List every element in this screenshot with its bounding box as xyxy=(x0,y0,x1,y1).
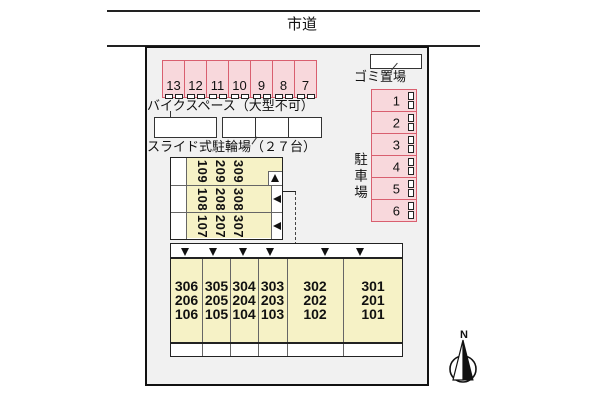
unit-divider xyxy=(202,259,203,342)
unit-number: 108 xyxy=(195,187,211,211)
bike-cell-label: 7 xyxy=(301,78,310,93)
parking-cell: 2 xyxy=(371,111,417,134)
bike-cell-label: 9 xyxy=(257,78,266,93)
bike-cell-label: 8 xyxy=(279,78,288,93)
bike-cell-label: 10 xyxy=(232,78,247,93)
building-lower-corridor xyxy=(170,243,403,258)
unit-row-2f xyxy=(187,186,271,212)
unit-number: 109 xyxy=(195,159,211,184)
building-line xyxy=(171,185,282,186)
bicycle-rack-boxes xyxy=(222,117,322,138)
bicycle-rack-box xyxy=(154,117,217,138)
unit-number: 307 xyxy=(231,214,247,238)
unit-divider xyxy=(258,259,259,342)
entrance-arrow-down-icon xyxy=(321,248,329,256)
bike-cell: 11 xyxy=(206,60,229,99)
unit-divider xyxy=(287,259,288,342)
entrance-arrow-down-icon xyxy=(239,248,247,256)
bike-cell: 13 xyxy=(162,60,185,99)
parking-cell: 6 xyxy=(371,199,417,222)
wheel-stops xyxy=(296,94,315,99)
parking-lot-label: 駐車場 xyxy=(352,152,367,202)
bike-cell: 9 xyxy=(250,60,273,99)
road-label: 市道 xyxy=(286,16,317,33)
entrance-arrow-up-icon xyxy=(271,174,279,182)
building-lower-base-strip xyxy=(170,343,403,357)
parking-cell: 3 xyxy=(371,133,417,156)
compass-icon xyxy=(449,339,477,383)
building-line xyxy=(171,212,282,213)
slide-parking-label: スライド式駐輪場（２７台） xyxy=(147,139,317,154)
unit-number: 309 xyxy=(231,159,247,184)
unit-row-3f xyxy=(187,158,282,185)
wheel-stops xyxy=(252,94,271,99)
garbage-label: ゴミ置場 xyxy=(354,69,407,84)
wheel-stops xyxy=(274,94,293,99)
bike-cell-label: 11 xyxy=(210,78,225,93)
parking-cell: 5 xyxy=(371,177,417,200)
wheel-stops xyxy=(208,94,227,99)
driveway-dashed-line xyxy=(295,192,296,245)
bike-cell: 12 xyxy=(184,60,207,99)
parking-cell-label: 3 xyxy=(392,137,400,152)
unit-divider xyxy=(343,259,344,342)
entrance-arrow-down-icon xyxy=(356,248,364,256)
parking-cell: 1 xyxy=(371,89,417,112)
entrance-arrow-left-icon xyxy=(273,222,281,230)
unit-number: 209 xyxy=(213,159,229,184)
leader-tick xyxy=(170,111,171,118)
wheel-stops xyxy=(164,94,183,99)
strip-divider xyxy=(287,344,288,356)
building-line xyxy=(268,171,282,172)
entrance-arrow-down-icon xyxy=(181,248,189,256)
bicycle-rack-cell xyxy=(255,118,288,137)
bike-space-row: 13 12 11 10 9 8 7 xyxy=(162,60,317,99)
compass-north-label: N xyxy=(460,329,468,341)
entrance-arrow-down-icon xyxy=(209,248,217,256)
parking-cell-label: 4 xyxy=(392,159,400,174)
entrance-arrow-left-icon xyxy=(273,195,281,203)
bike-cell-label: 13 xyxy=(166,78,181,93)
bike-cell-label: 12 xyxy=(188,78,203,93)
road-line-top xyxy=(107,10,480,12)
bicycle-rack-cell xyxy=(223,118,255,137)
unit-number: 308 xyxy=(231,187,247,211)
parking-cell-label: 1 xyxy=(392,93,400,108)
building-line xyxy=(268,171,269,185)
parking-cell: 4 xyxy=(371,155,417,178)
bike-space-label: バイクスペース（大型不可） xyxy=(147,98,314,113)
unit-number: 208 xyxy=(213,187,229,211)
bike-cell: 10 xyxy=(228,60,251,99)
bike-cell: 8 xyxy=(272,60,295,99)
wheel-stops xyxy=(230,94,249,99)
wall-step-line xyxy=(283,191,296,192)
strip-divider xyxy=(343,344,344,356)
garbage-box xyxy=(370,54,422,69)
unit-divider xyxy=(230,259,231,342)
strip-divider xyxy=(230,344,231,356)
building-line xyxy=(271,186,272,239)
building-lower-block xyxy=(170,258,403,343)
parking-cell-label: 6 xyxy=(392,203,400,218)
strip-divider xyxy=(258,344,259,356)
unit-number: 207 xyxy=(213,214,229,238)
bicycle-rack-cell xyxy=(288,118,321,137)
wheel-stops xyxy=(186,94,205,99)
strip-divider xyxy=(202,344,203,356)
unit-number: 107 xyxy=(195,214,211,238)
unit-row-1f xyxy=(187,213,271,238)
building-line xyxy=(186,158,187,239)
entrance-arrow-down-icon xyxy=(266,248,274,256)
parking-cell-label: 2 xyxy=(392,115,400,130)
car-parking-column: 1 2 3 4 5 6 xyxy=(371,89,417,222)
parking-cell-label: 5 xyxy=(392,181,400,196)
bike-cell: 7 xyxy=(294,60,317,99)
